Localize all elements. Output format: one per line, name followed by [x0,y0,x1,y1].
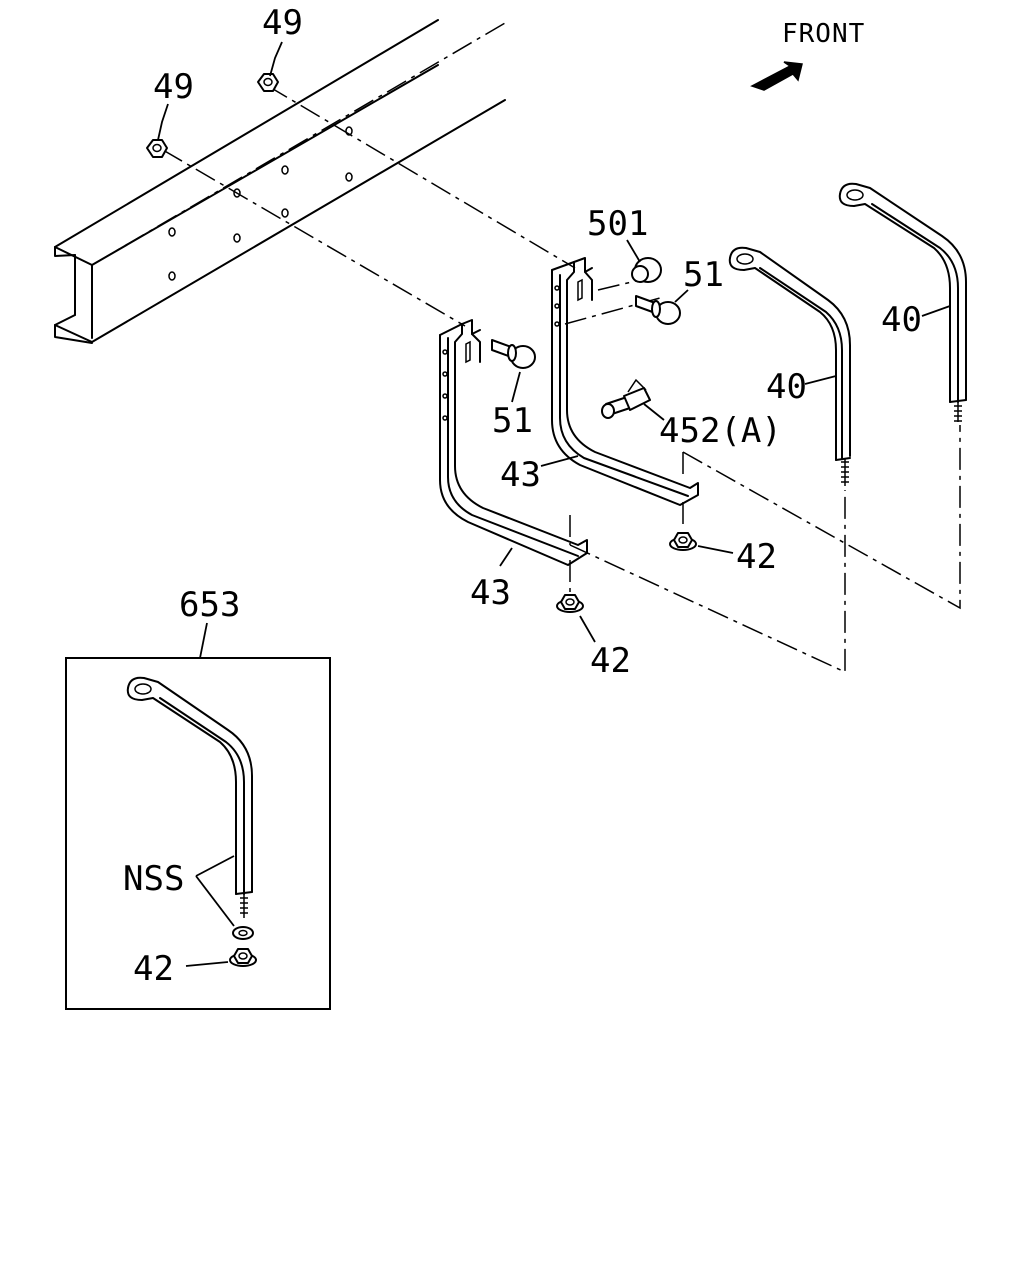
callout-49-lower: 49 [153,67,194,107]
bolt-51-front [491,339,536,369]
strap-40-right [838,182,967,422]
kit-flange-nut [229,948,257,967]
strap-40-right-thread [954,402,962,422]
callout-40-middle: 40 [766,367,807,407]
strap-40-middle-thread [841,458,849,486]
callout-43-rear: 43 [500,455,541,495]
callout-452a: 452(A) [659,411,782,451]
kit-inset-653 [65,657,331,1010]
bracket-43-front [439,319,588,566]
callout-42-kit: 42 [133,949,174,989]
callout-501: 501 [587,204,648,244]
strap-40-middle [728,246,851,486]
callout-42-front: 42 [590,641,631,681]
callout-653: 653 [179,585,240,625]
kit-inset-frame [65,657,331,1010]
kit-strap [126,676,253,918]
callout-51-rear: 51 [683,255,724,295]
flange-nut-42-front [556,594,584,613]
bolt-51-rear [635,295,681,325]
front-label: FRONT [782,19,865,49]
callout-51-front: 51 [492,401,533,441]
grommet-501 [631,257,662,283]
callout-40-right: 40 [881,300,922,340]
kit-washer [232,926,254,940]
callout-labels: 49 49 501 51 51 452(A) 43 43 40 40 42 42… [123,3,922,989]
front-indicator: FRONT [750,19,865,91]
front-arrow-icon [750,61,803,91]
callout-nss: NSS [123,859,184,899]
nut-49-lower [146,139,168,158]
callout-49-upper: 49 [262,3,303,43]
callout-42-rear: 42 [736,537,777,577]
rail-holes [168,126,353,281]
clip-452a [601,378,651,419]
nut-49-upper [257,73,279,92]
assembly-centerlines [162,85,961,674]
frame-rail [54,19,506,344]
flange-nut-42-rear [669,532,697,551]
leader-lines [157,41,951,967]
bracket-43-rear [551,257,699,506]
callout-43-front: 43 [470,573,511,613]
